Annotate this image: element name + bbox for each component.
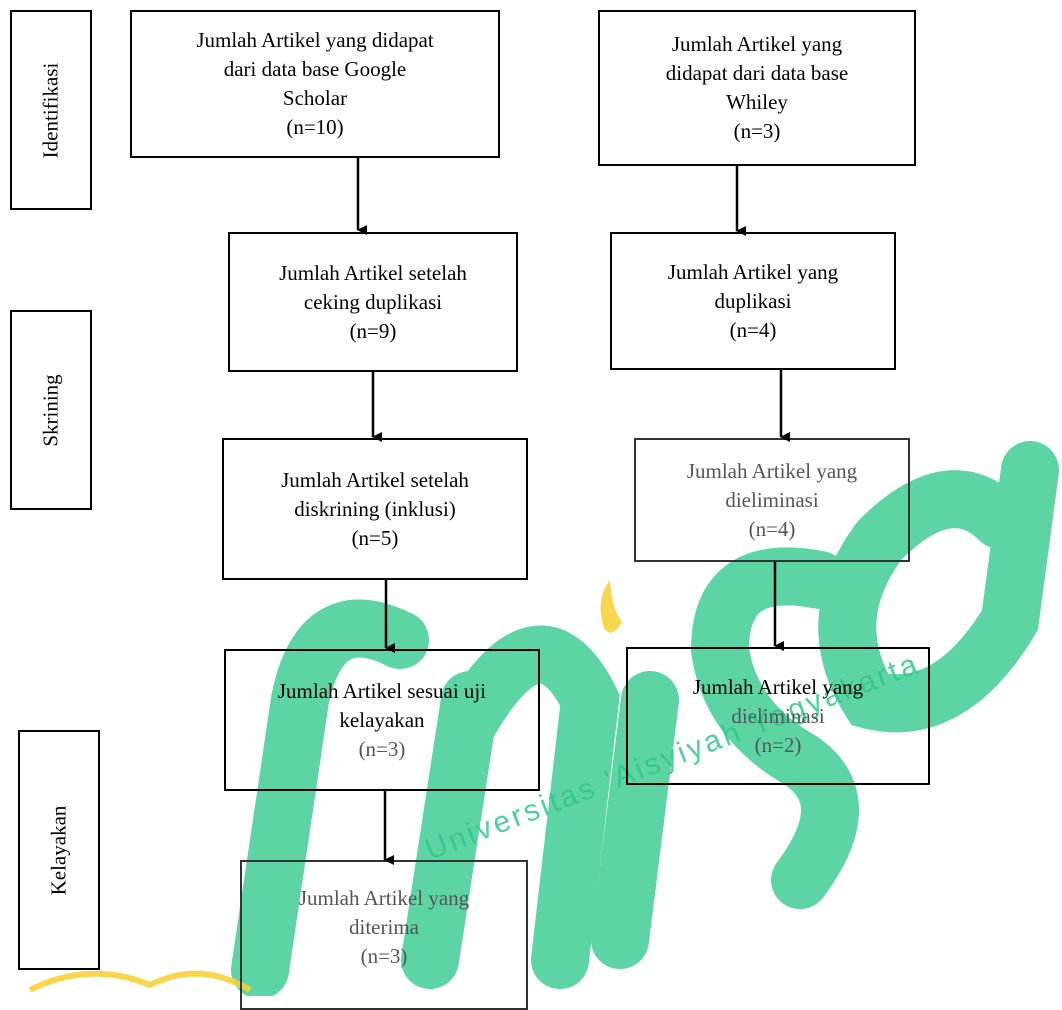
stage-label-skrining: Skrining [10, 310, 92, 510]
box-after-duplicate-check: Jumlah Artikel setelah ceking duplikasi … [228, 232, 518, 372]
stage-label-identifikasi: Identifikasi [10, 10, 92, 210]
box-whiley: Jumlah Artikel yang didapat dari data ba… [598, 10, 916, 166]
box-google-scholar: Jumlah Artikel yang didapat dari data ba… [130, 10, 500, 158]
stage-label-kelayakan: Kelayakan [18, 730, 100, 970]
box-duplicates: Jumlah Artikel yang duplikasi (n=4) [610, 232, 896, 370]
